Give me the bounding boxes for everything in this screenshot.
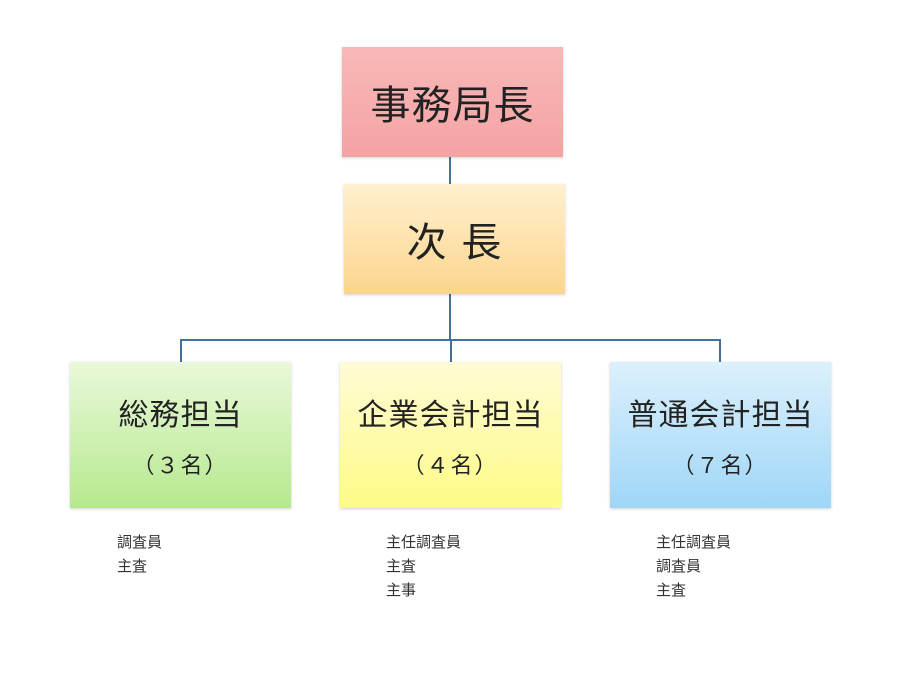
enterprise-accounting-count: （４名） xyxy=(402,454,499,479)
staff-item: 主査 xyxy=(386,557,417,575)
staff-item: 主査 xyxy=(117,557,148,575)
connector-director-deputy xyxy=(449,157,451,184)
staff-item: 主任調査員 xyxy=(656,533,732,551)
staff-item: 調査員 xyxy=(656,557,702,575)
connector-deputy-branch xyxy=(449,294,451,340)
ordinary-accounting-title: 普通会計担当 xyxy=(627,398,814,433)
staff-item: 主事 xyxy=(386,581,417,599)
enterprise-accounting-title: 企業会計担当 xyxy=(357,398,544,433)
general-affairs-staff-list: 調査員 主査 xyxy=(117,530,162,578)
staff-item: 調査員 xyxy=(117,533,163,551)
enterprise-accounting-staff-list: 主任調査員 主査 主事 xyxy=(386,530,461,602)
enterprise-accounting-box: 企業会計担当 （４名） xyxy=(340,362,561,508)
deputy-title: 次 長 xyxy=(406,220,503,266)
ordinary-accounting-count: （７名） xyxy=(672,454,769,479)
ordinary-accounting-box: 普通会計担当 （７名） xyxy=(610,362,831,508)
ordinary-accounting-staff-list: 主任調査員 調査員 主査 xyxy=(656,530,731,602)
director-title: 事務局長 xyxy=(370,83,535,129)
connector-to-enterprise xyxy=(450,339,452,362)
general-affairs-count: （３名） xyxy=(132,454,229,479)
connector-to-ordinary xyxy=(719,339,721,362)
deputy-box: 次 長 xyxy=(344,184,565,294)
general-affairs-title: 総務担当 xyxy=(118,398,243,433)
connector-to-general xyxy=(180,339,182,362)
director-box: 事務局長 xyxy=(342,47,563,157)
staff-item: 主任調査員 xyxy=(386,533,462,551)
general-affairs-box: 総務担当 （３名） xyxy=(70,362,291,508)
staff-item: 主査 xyxy=(656,581,687,599)
